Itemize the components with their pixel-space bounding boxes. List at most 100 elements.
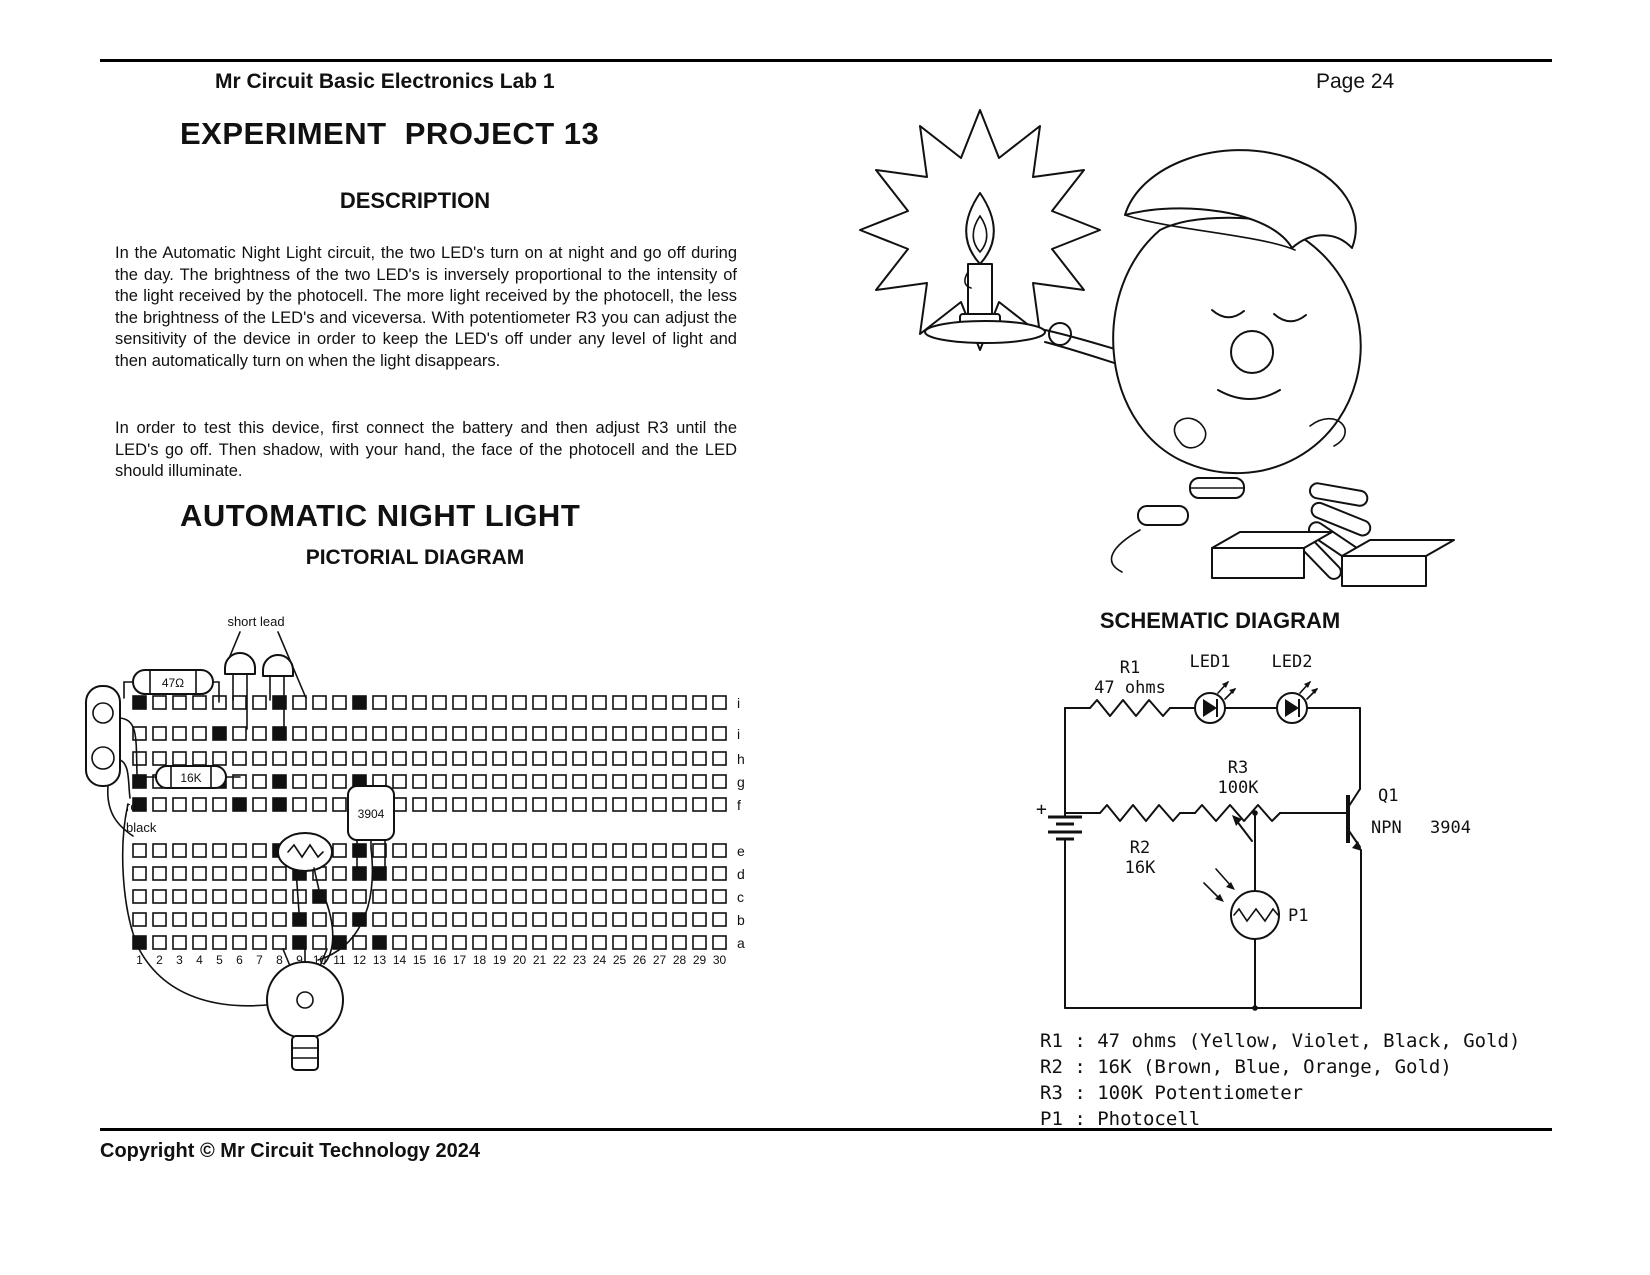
- r3-value-label: 100K: [1218, 778, 1260, 798]
- parts-list-item-r1: R1 : 47 ohms (Yellow, Violet, Black, Gol…: [1040, 1030, 1521, 1052]
- breadboard-hole: [572, 843, 587, 858]
- breadboard-hole: [632, 866, 647, 881]
- breadboard-hole: [132, 751, 147, 766]
- breadboard-hole: [532, 751, 547, 766]
- breadboard-hole: [532, 912, 547, 927]
- breadboard-row-label: b: [737, 912, 745, 928]
- breadboard-hole: [712, 695, 727, 710]
- breadboard-hole: [552, 912, 567, 927]
- breadboard-hole: [572, 797, 587, 812]
- breadboard-hole: [312, 774, 327, 789]
- breadboard-row-label: h: [737, 751, 745, 767]
- p1-name-label: P1: [1288, 906, 1308, 926]
- breadboard-hole: [712, 797, 727, 812]
- breadboard-hole: [432, 935, 447, 950]
- breadboard-hole: [192, 866, 207, 881]
- breadboard-hole: [692, 726, 707, 741]
- breadboard-column-number: 28: [673, 953, 687, 967]
- breadboard-hole: [412, 695, 427, 710]
- breadboard-column-number: 11: [333, 953, 346, 967]
- breadboard-hole: [132, 843, 147, 858]
- breadboard-hole: [392, 912, 407, 927]
- breadboard-hole: [512, 797, 527, 812]
- breadboard-hole: [532, 935, 547, 950]
- breadboard-hole: [532, 774, 547, 789]
- breadboard-hole: [292, 695, 307, 710]
- led-pair: [224, 652, 294, 731]
- breadboard-hole: [172, 935, 187, 950]
- breadboard-hole: [432, 774, 447, 789]
- breadboard-hole: [652, 774, 667, 789]
- breadboard-hole: [712, 774, 727, 789]
- breadboard-hole: [132, 866, 147, 881]
- breadboard-hole: [592, 797, 607, 812]
- breadboard-column-number: 25: [613, 953, 627, 967]
- breadboard-hole: [332, 797, 347, 812]
- breadboard-hole: [232, 866, 247, 881]
- breadboard-hole: [432, 889, 447, 904]
- jumper-wires: [121, 803, 374, 1007]
- breadboard-hole: [492, 774, 507, 789]
- breadboard-hole: [312, 912, 327, 927]
- breadboard-hole: [572, 695, 587, 710]
- breadboard-hole: [532, 843, 547, 858]
- breadboard-column-number: 5: [216, 953, 223, 967]
- breadboard-column-number: 8: [276, 953, 283, 967]
- mascot-feet: [1211, 531, 1455, 587]
- breadboard-hole: [192, 935, 207, 950]
- mascot-body: [1044, 149, 1362, 475]
- breadboard-column-number: 23: [573, 953, 587, 967]
- breadboard-hole: [512, 843, 527, 858]
- parts-list-item-r3: R3 : 100K Potentiometer: [1040, 1082, 1304, 1104]
- breadboard-hole: [572, 751, 587, 766]
- breadboard-column-number: 9: [296, 953, 303, 967]
- breadboard-hole: [552, 726, 567, 741]
- breadboard-hole: [192, 843, 207, 858]
- breadboard-hole: [212, 866, 227, 881]
- breadboard-hole: [532, 866, 547, 881]
- breadboard-hole: [672, 912, 687, 927]
- resistor-47-ohm: 47Ω: [123, 669, 220, 703]
- breadboard-hole: [692, 843, 707, 858]
- breadboard-hole: [392, 695, 407, 710]
- breadboard-hole: [192, 889, 207, 904]
- breadboard-hole: [632, 726, 647, 741]
- parts-list-item-r2: R2 : 16K (Brown, Blue, Orange, Gold): [1040, 1056, 1452, 1078]
- breadboard-hole: [232, 726, 247, 741]
- breadboard-hole: [372, 843, 387, 858]
- breadboard-hole: [232, 797, 247, 812]
- breadboard-column-number: 27: [653, 953, 667, 967]
- breadboard-hole: [412, 866, 427, 881]
- breadboard-hole: [632, 912, 647, 927]
- breadboard-hole: [332, 726, 347, 741]
- breadboard-hole: [612, 889, 627, 904]
- breadboard-hole: [432, 726, 447, 741]
- breadboard-hole: [272, 695, 287, 710]
- breadboard-hole: [532, 695, 547, 710]
- breadboard-hole: [272, 751, 287, 766]
- breadboard-hole: [652, 912, 667, 927]
- breadboard-hole: [472, 912, 487, 927]
- breadboard-hole: [392, 935, 407, 950]
- breadboard-hole: [252, 774, 267, 789]
- breadboard-hole: [572, 726, 587, 741]
- breadboard-hole: [612, 695, 627, 710]
- breadboard-hole: [452, 797, 467, 812]
- wire-red-label: red: [126, 799, 145, 814]
- breadboard-row-label: d: [737, 866, 745, 882]
- breadboard-hole: [572, 912, 587, 927]
- breadboard-hole: [512, 695, 527, 710]
- breadboard-hole: [352, 726, 367, 741]
- breadboard-row-label: a: [737, 935, 745, 951]
- breadboard-hole: [592, 695, 607, 710]
- breadboard-row-label: e: [737, 843, 745, 859]
- breadboard-hole: [692, 866, 707, 881]
- breadboard-hole: [192, 726, 207, 741]
- breadboard-hole: [672, 797, 687, 812]
- breadboard-hole: [252, 751, 267, 766]
- breadboard-hole: [392, 866, 407, 881]
- breadboard-hole: [232, 935, 247, 950]
- breadboard-hole: [212, 889, 227, 904]
- breadboard-hole: [472, 935, 487, 950]
